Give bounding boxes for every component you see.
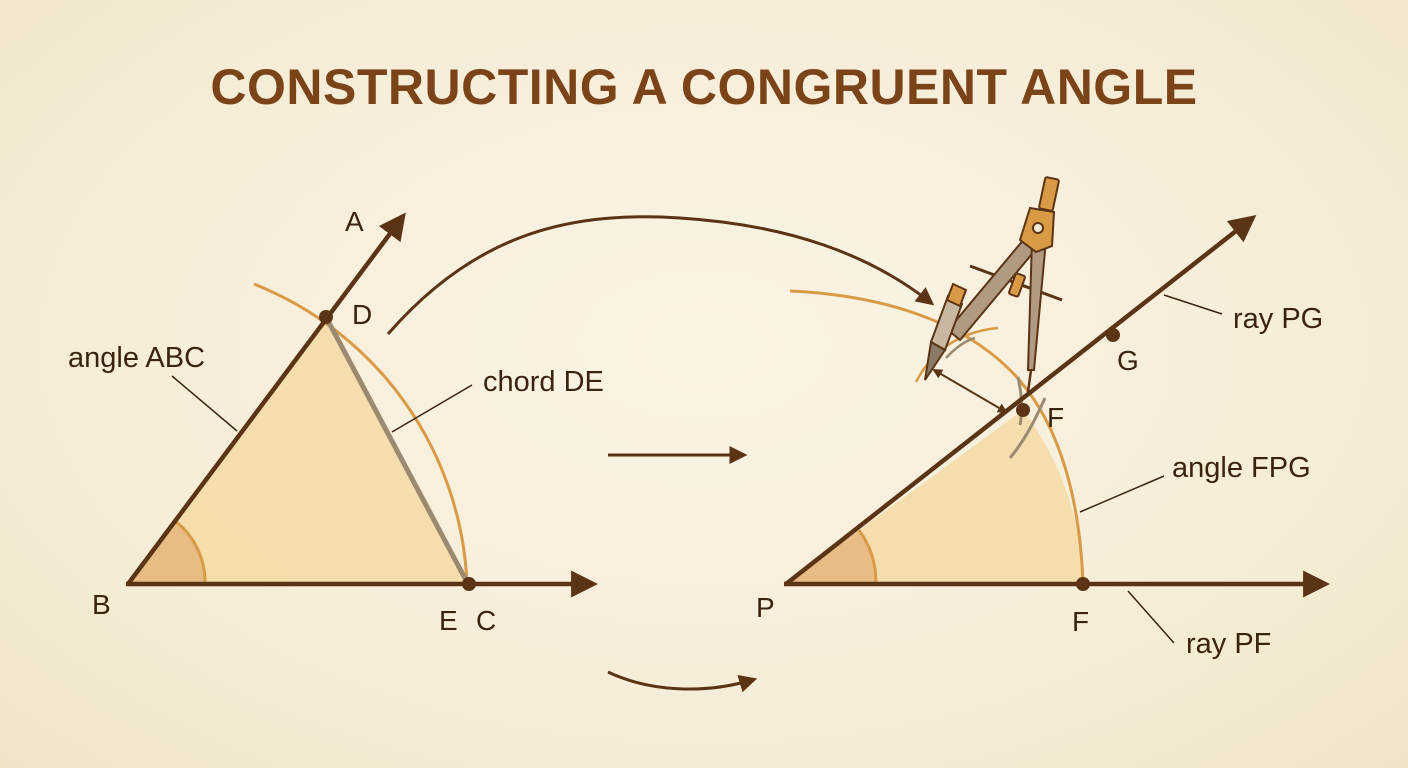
label-g: G — [1117, 345, 1139, 376]
label-d: D — [352, 299, 372, 330]
left-compass-arc — [253, 282, 469, 585]
leader-chord-de — [391, 384, 473, 433]
leader-angle-fpg — [1079, 475, 1165, 513]
point-g — [1106, 328, 1120, 342]
leader-ray-pf — [1127, 590, 1175, 644]
label-f-upper: F — [1047, 402, 1064, 433]
angle-abc-arc — [174, 519, 207, 585]
curved-arrow-bottom — [607, 670, 758, 693]
angle-abc-wedge — [128, 521, 206, 584]
ray-ba — [126, 212, 406, 586]
label-a: A — [345, 206, 364, 237]
leader-ray-pg — [1163, 294, 1223, 315]
ray-pg — [784, 215, 1257, 586]
left-figure: A D B E C angle ABC chord DE — [68, 206, 604, 636]
point-f-lower — [1076, 577, 1090, 591]
right-compass-arc — [789, 289, 1085, 585]
intersect-arc-1 — [1016, 376, 1024, 426]
angle-fpg-wedge — [786, 530, 877, 584]
transition-arrows — [386, 215, 935, 693]
curved-arrow-top — [386, 215, 935, 335]
page-title: CONSTRUCTING A CONGRUENT ANGLE — [210, 59, 1198, 115]
label-f-lower: F — [1072, 606, 1089, 637]
label-angle-fpg: angle FPG — [1172, 452, 1311, 484]
label-chord-de: chord DE — [483, 366, 604, 398]
label-ray-pf: ray PF — [1186, 628, 1271, 660]
label-ray-pg: ray PG — [1233, 303, 1323, 335]
label-p: P — [756, 592, 775, 623]
right-figure: P F G F ray PG angle FPG ray PF — [756, 215, 1331, 660]
leader-angle-abc — [171, 375, 238, 432]
compass-width-arrow — [932, 368, 1008, 414]
label-angle-abc: angle ABC — [68, 342, 205, 374]
point-d — [319, 310, 333, 324]
label-c: C — [476, 605, 496, 636]
point-e — [462, 577, 476, 591]
intersect-arc-2 — [1008, 397, 1047, 459]
angle-fpg-arc — [857, 529, 878, 585]
point-f-upper — [1016, 403, 1030, 417]
left-sector-fill — [128, 317, 470, 584]
label-b: B — [92, 589, 111, 620]
intersect-arc-4 — [945, 336, 976, 359]
label-e: E — [439, 605, 458, 636]
chord-de-line — [323, 315, 471, 586]
compass-icon — [924, 176, 1063, 393]
